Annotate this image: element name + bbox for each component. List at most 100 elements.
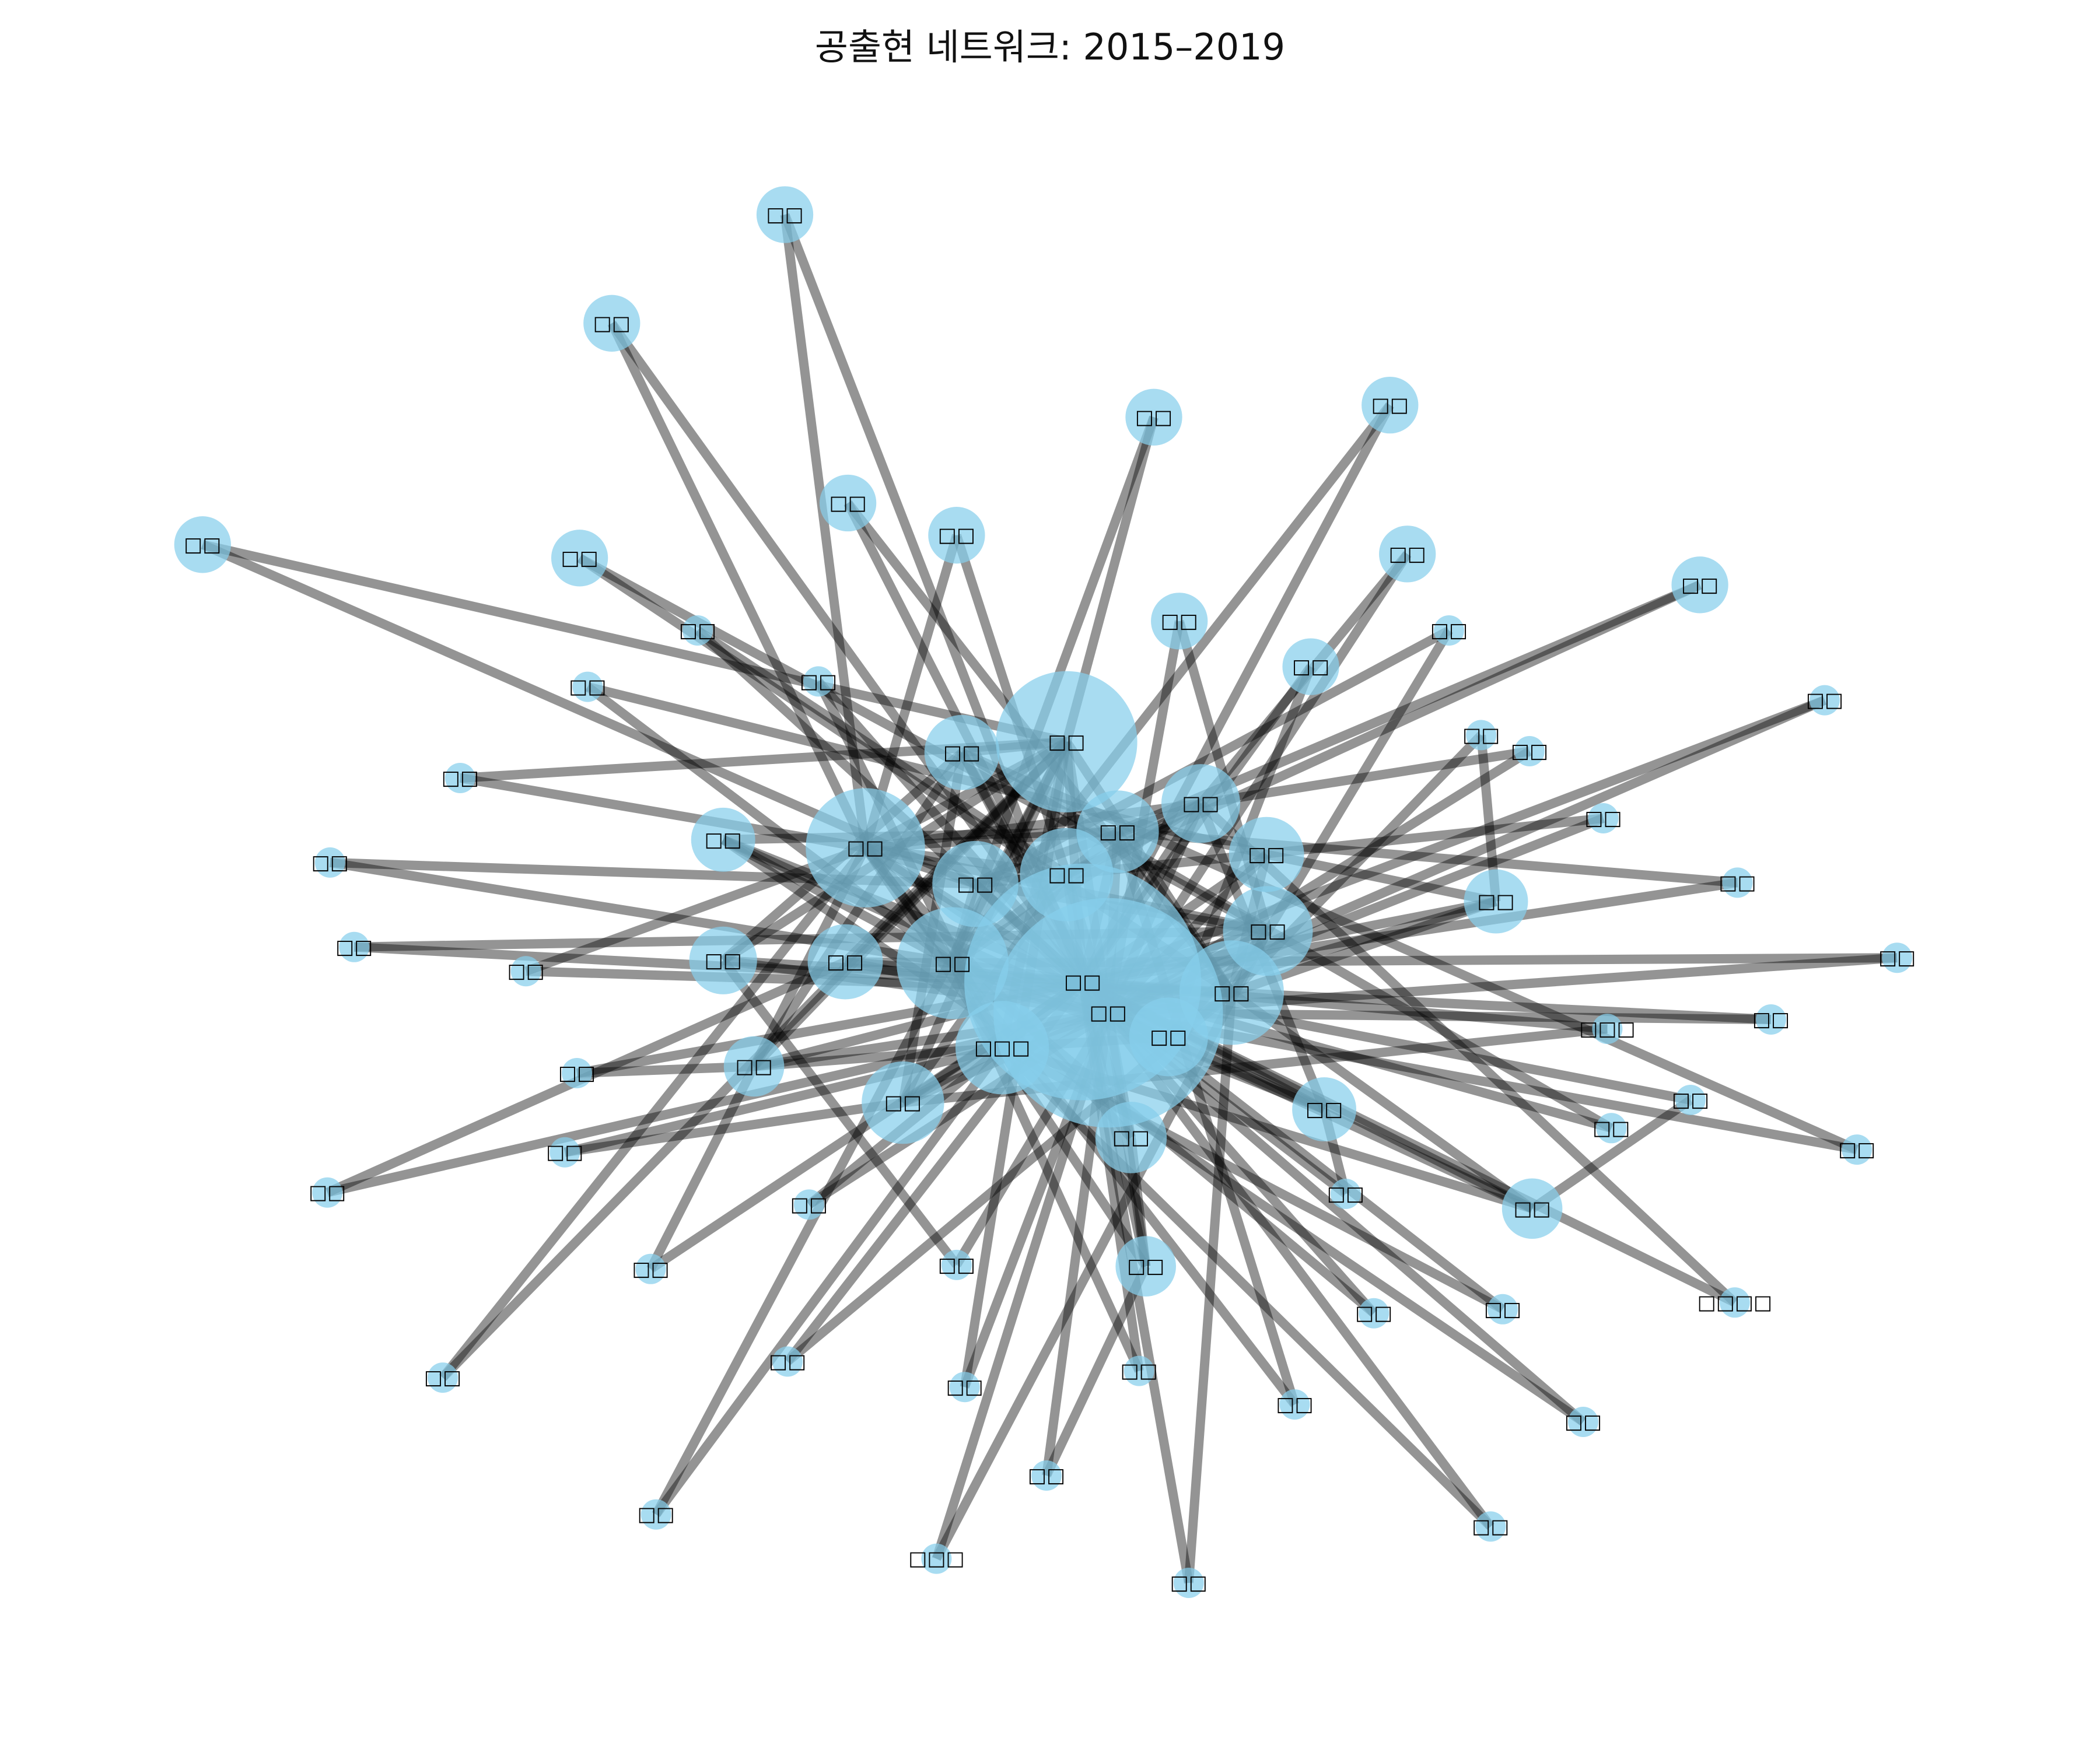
node-label-n12: □□ — [884, 1091, 922, 1115]
node-n40 — [1466, 720, 1497, 751]
node-label-n65: □□ — [1276, 1393, 1313, 1416]
node-label-n76: □□ — [558, 1061, 596, 1085]
node-label-n32: □□ — [1389, 542, 1426, 566]
node-label-n14: □□ — [1150, 1025, 1187, 1049]
node-n25 — [1502, 1178, 1563, 1239]
node-label-n60: □□ — [424, 1366, 461, 1389]
node-n77 — [1434, 615, 1464, 646]
node-n67 — [1173, 1568, 1204, 1598]
node-label-n51: □□□□ — [1698, 1291, 1773, 1314]
node-n53 — [312, 1177, 343, 1208]
node-n45 — [1722, 867, 1753, 898]
node-n16 — [924, 714, 1000, 790]
node-label-n19: □□ — [705, 949, 742, 972]
node-label-n03: □□ — [1048, 730, 1085, 754]
node-n64 — [640, 1499, 671, 1530]
node-n17 — [807, 924, 883, 1000]
node-n52 — [550, 1137, 580, 1168]
node-label-n52: □□ — [546, 1141, 583, 1164]
node-label-n39: □□ — [800, 670, 837, 693]
node-n62 — [949, 1372, 980, 1403]
edge-n41-n01 — [1081, 696, 1826, 987]
node-label-n68: □□ — [1472, 1515, 1509, 1538]
node-n43 — [1588, 803, 1619, 833]
node-n29 — [1362, 376, 1419, 434]
edge-n52-n08 — [564, 1043, 1003, 1157]
node-label-n09: □□ — [1249, 919, 1286, 942]
node-n72 — [1031, 1460, 1062, 1491]
node-n65 — [1279, 1389, 1310, 1420]
node-label-n35: □□ — [1681, 573, 1718, 597]
node-label-n77: □□ — [1430, 619, 1468, 642]
node-n32 — [1379, 525, 1436, 583]
edge-n72-n23 — [1042, 1264, 1150, 1478]
node-label-n05: □□ — [934, 951, 971, 975]
edge-n57-n19 — [719, 957, 961, 1268]
node-label-n55: □□ — [790, 1193, 828, 1216]
node-label-n61: □□ — [769, 1350, 806, 1373]
node-label-n21: □□ — [1306, 1098, 1343, 1121]
node-n24 — [723, 1036, 785, 1097]
node-n37 — [1282, 638, 1339, 695]
edge-n73-n07 — [695, 626, 1069, 879]
edge-n71-n25 — [1530, 1096, 1693, 1213]
node-label-n23: □□ — [1127, 1255, 1164, 1278]
node-n57 — [941, 1249, 972, 1280]
node-label-n18: □□ — [1112, 1126, 1150, 1149]
node-label-n08: □□□ — [974, 1036, 1030, 1059]
node-label-n25: □□ — [1513, 1197, 1550, 1220]
node-label-n62: □□ — [946, 1375, 984, 1399]
edge-n52-n12 — [564, 1098, 904, 1157]
node-label-n36: □□ — [1161, 609, 1198, 633]
node-label-n20: □□ — [705, 828, 742, 852]
node-n47 — [1592, 1014, 1623, 1045]
edge-n69-n13 — [1200, 747, 1531, 808]
node-n39 — [803, 666, 834, 697]
node-n76 — [562, 1058, 592, 1088]
edge-n48-n04 — [524, 843, 867, 976]
node-n19 — [689, 926, 757, 994]
edge-n15-n22 — [1265, 850, 1497, 906]
nodes-layer — [174, 186, 1913, 1598]
node-n36 — [1151, 593, 1208, 650]
node-n55 — [793, 1189, 824, 1220]
graph-title: 공출현 네트워크: 2015–2019 — [814, 26, 1286, 68]
node-label-n22: □□ — [1477, 890, 1514, 913]
node-label-n50: □□ — [1592, 1116, 1630, 1140]
node-label-n01: □□ — [1064, 970, 1101, 994]
edge-n27-n04 — [607, 321, 870, 850]
node-label-n04: □□ — [846, 836, 884, 860]
node-label-n69: □□ — [1511, 740, 1548, 763]
node-label-n45: □□ — [1718, 871, 1756, 894]
node-label-n66: □□□ — [908, 1547, 964, 1571]
node-n23 — [1115, 1236, 1176, 1297]
node-n20 — [691, 807, 755, 872]
node-label-n31: □□ — [829, 492, 866, 515]
node-n70 — [1330, 1179, 1361, 1209]
node-label-n70: □□ — [1327, 1182, 1364, 1206]
node-n42 — [444, 763, 475, 793]
node-n41 — [1810, 685, 1840, 716]
edge-n67-n06 — [1184, 992, 1237, 1583]
node-label-n54: □□ — [1838, 1138, 1875, 1161]
node-label-n72: □□ — [1028, 1464, 1065, 1487]
node-n58 — [1359, 1298, 1390, 1329]
node-label-n10: □□ — [957, 873, 994, 896]
node-label-n49: □□ — [1878, 946, 1916, 969]
node-label-n43: □□ — [1584, 807, 1622, 830]
node-label-n30: □□ — [938, 524, 975, 547]
node-n12 — [862, 1061, 944, 1144]
node-n28 — [1125, 388, 1182, 446]
node-label-n38: □□ — [569, 675, 606, 699]
node-label-n41: □□ — [1806, 689, 1843, 712]
edge-n77-n09 — [1264, 628, 1453, 934]
node-n59 — [1488, 1294, 1518, 1324]
edge-n68-n08 — [999, 1044, 1494, 1530]
node-label-n16: □□ — [943, 741, 981, 764]
node-n26 — [756, 186, 814, 243]
node-label-n27: □□ — [593, 311, 631, 335]
edge-n64-n08 — [652, 1045, 1006, 1518]
edge-n06-n25 — [1228, 989, 1535, 1213]
node-label-n56: □□ — [632, 1257, 669, 1281]
